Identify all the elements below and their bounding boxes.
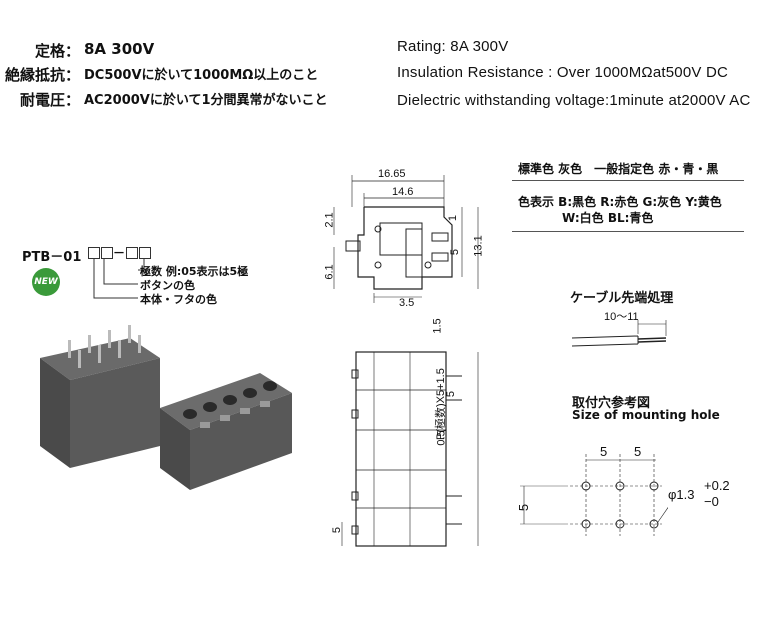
new-badge: NEW (32, 268, 60, 296)
jp-insulation-label: 絶縁抵抗： (4, 66, 80, 84)
color-table-divider-bottom (512, 231, 744, 232)
mounting-dim-2: 5 (634, 444, 642, 459)
mounting-title-jp: 取付穴参考図 (572, 396, 651, 411)
color-table-codes: 色表示 B:黒色 R:赤色 G:灰色 Y:黄色 (518, 195, 722, 209)
dim-height-top: 2.1 (323, 212, 336, 228)
mounting-dim-1: 5 (600, 444, 608, 459)
mounting-hole-tol-minus: −0 (704, 494, 719, 509)
part-code-note-button: ボタンの色 (140, 279, 195, 292)
jp-insulation-value: DC500Vに於いて1000MΩ以上のこと (84, 68, 319, 83)
jp-rating-label: 定格： (34, 42, 80, 60)
color-table-codes-2: W:白色 BL:青色 (562, 211, 654, 225)
en-insulation: Insulation Resistance : Over 1000MΩat500… (397, 64, 729, 81)
dim-front-bottom-5: 5 (331, 526, 344, 534)
dim-right-5: 5 (449, 248, 462, 256)
dim-bottom-3-5: 3.5 (399, 297, 415, 309)
en-rating: Rating: 8A 300V (397, 38, 509, 55)
jp-rating-value: 8A 300V (84, 40, 155, 58)
en-dielectric: Dielectric withstanding voltage:1minute … (397, 92, 751, 109)
mounting-hole-diameter: φ1.3 (668, 487, 695, 502)
part-code-box-4 (139, 247, 151, 259)
profile-drawing (333, 175, 479, 303)
mounting-dim-side: 5 (516, 503, 532, 512)
product-photo (40, 325, 292, 490)
cable-dim: 10～11 (604, 311, 639, 323)
part-code-note-body: 本体・フタの色 (140, 293, 217, 306)
dim-height-bottom: 6.1 (323, 264, 336, 280)
mounting-hole-tol-plus: +0.2 (704, 478, 730, 493)
cable-drawing (571, 320, 667, 347)
dim-right-1: 1 (447, 214, 460, 222)
part-code-separator: － (113, 246, 126, 260)
part-code-box-2 (101, 247, 113, 259)
cable-title: ケーブル先端処理 (570, 291, 674, 306)
dim-width-outer: 16.65 (378, 168, 406, 180)
front-drawing (341, 351, 479, 547)
jp-dielectric-label: 耐電圧： (19, 91, 80, 109)
dim-height-total: 13.1 (472, 235, 485, 257)
dim-width-inner: 14.6 (392, 186, 414, 198)
part-code-leaders (93, 258, 145, 299)
jp-dielectric-value: AC2000Vに於いて1分間異常がないこと (84, 93, 328, 108)
color-table-divider-top (512, 180, 744, 181)
part-code-note-poles: 極数 例:05表示は5極 (140, 265, 249, 278)
part-code-prefix: PTB－01 (22, 250, 82, 265)
mounting-title-en: Size of mounting hole (572, 408, 720, 422)
dim-pitch-formula: P(極数)X5+1.5 (435, 368, 447, 440)
dim-pin-1-5: 1.5 (431, 318, 444, 334)
part-code-box-3 (126, 247, 138, 259)
color-table-standard: 標準色 灰色 一般指定色 赤・青・黒 (518, 162, 719, 176)
mounting-drawing (520, 454, 668, 536)
